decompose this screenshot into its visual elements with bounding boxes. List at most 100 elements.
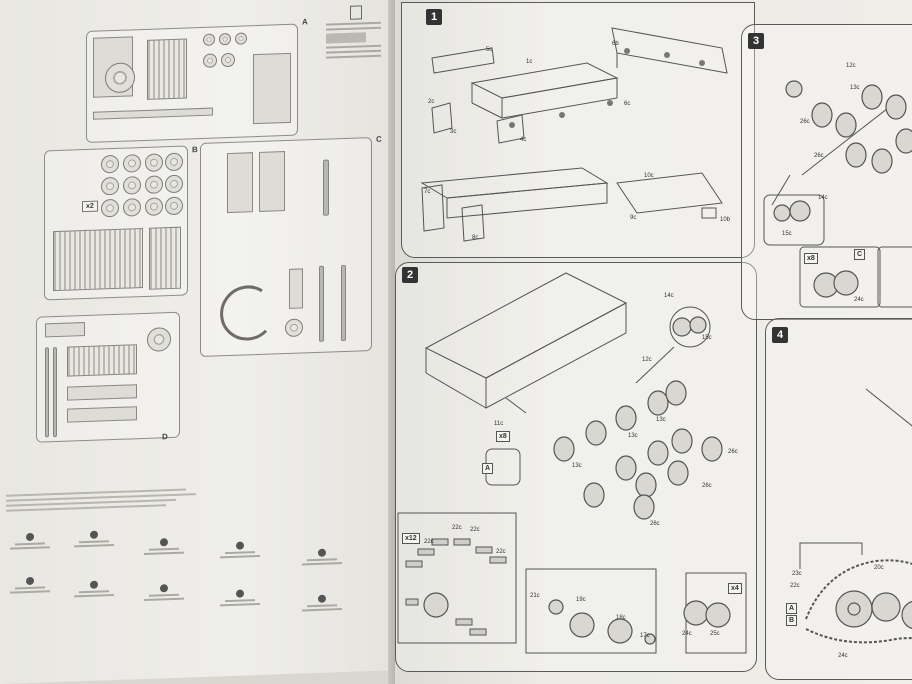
legend-text-line bbox=[326, 49, 381, 54]
sprue-d-label: D bbox=[162, 432, 168, 442]
step-2-callout: 24c bbox=[682, 631, 692, 637]
sprue-d-small-parts bbox=[67, 344, 137, 377]
step-1-callout: 10c bbox=[644, 173, 654, 179]
step-1-callout: 6c bbox=[624, 101, 631, 107]
sprue-a-long-plate bbox=[253, 52, 291, 125]
step-1-callout: 1c bbox=[526, 59, 533, 65]
sprue-a-wheel-5 bbox=[203, 53, 217, 68]
sprue-b-track-links bbox=[53, 228, 143, 292]
step-3-callout: 12c bbox=[846, 63, 856, 69]
sprue-b-road-wheel bbox=[165, 196, 183, 216]
right-page-assembly: 1 bbox=[395, 0, 912, 684]
paint-item bbox=[54, 529, 134, 550]
step-2-callout: 13c bbox=[572, 463, 582, 469]
sprue-c-rod-1 bbox=[319, 265, 324, 342]
step-3-number: 3 bbox=[748, 33, 764, 49]
sprue-a-wheel-3 bbox=[219, 32, 231, 46]
sprue-c-ring-arc bbox=[220, 285, 268, 341]
sprue-b-road-wheel bbox=[123, 154, 141, 173]
sprue-b-multiplier: x2 bbox=[82, 200, 98, 213]
sprue-b-road-wheel bbox=[123, 176, 141, 195]
step-2-drawing bbox=[397, 272, 747, 654]
sprue-b-track-links-2 bbox=[149, 226, 181, 290]
paint-chart bbox=[0, 507, 380, 640]
legend-swatch bbox=[326, 32, 366, 44]
step-1-panel: 1 bbox=[401, 2, 755, 258]
sprue-c-side-plate-1 bbox=[227, 152, 253, 214]
sprue-a-wheel-6 bbox=[221, 52, 235, 68]
paint-item bbox=[124, 537, 204, 558]
legend-text-line bbox=[326, 54, 381, 59]
step-3-callout: 14c bbox=[818, 195, 828, 201]
paint-notes bbox=[6, 485, 206, 515]
step-3-callout: 26c bbox=[814, 153, 824, 159]
step-2-callout: 22c bbox=[496, 549, 506, 555]
sprue-a-wheel-4 bbox=[235, 32, 247, 45]
step-3-panel: 3 12c 13c 2 bbox=[741, 24, 912, 320]
step-3-callout: 24c bbox=[854, 297, 864, 303]
legend-text-line bbox=[326, 44, 381, 49]
sprue-a-wheel-2 bbox=[203, 33, 215, 46]
paint-item bbox=[54, 579, 134, 600]
step-1-callout: 3c bbox=[450, 129, 457, 135]
step-3-callout: 13c bbox=[850, 85, 860, 91]
step-3-drawing bbox=[763, 80, 912, 308]
step-2-badge-a: A bbox=[482, 463, 494, 474]
step-2-callout: 21c bbox=[530, 593, 540, 599]
sprue-c-rod-2 bbox=[341, 264, 346, 342]
sprue-d-frame bbox=[36, 311, 180, 443]
sprue-c-barrel bbox=[323, 159, 329, 216]
sprue-b-frame bbox=[44, 145, 188, 301]
sprue-a-label: A bbox=[302, 17, 308, 27]
step-4-badge-a: A bbox=[786, 603, 798, 614]
step-1-callout: 8c bbox=[472, 235, 479, 241]
step-2-callout: 12c bbox=[642, 357, 652, 363]
step-2-callout: 22c bbox=[470, 527, 480, 533]
sprue-d-rod-1 bbox=[45, 347, 49, 438]
step-2-badge-x4: x4 bbox=[728, 583, 742, 594]
step-2-callout: 26c bbox=[650, 521, 660, 527]
step-1-drawing bbox=[420, 27, 728, 242]
step-3-callout: 15c bbox=[782, 231, 792, 237]
step-1-number: 1 bbox=[426, 9, 442, 25]
step-2-badge-x12: x12 bbox=[402, 533, 420, 544]
sprue-a-frame bbox=[86, 23, 298, 143]
sprue-b-road-wheel bbox=[165, 174, 183, 194]
sprue-b-road-wheel bbox=[101, 154, 119, 174]
step-2-callout: 25c bbox=[710, 631, 720, 637]
step-2-callout: 13c bbox=[656, 417, 666, 423]
sprue-b-road-wheel bbox=[145, 175, 163, 194]
step-2-callout: 11c bbox=[494, 421, 504, 427]
step-4-callout: 20c bbox=[874, 565, 884, 571]
sprue-c-small-plate bbox=[289, 268, 303, 309]
sprue-a-track-bar bbox=[93, 107, 213, 120]
sprue-b-road-wheel bbox=[165, 152, 183, 172]
step-1-callout: 9c bbox=[630, 215, 637, 221]
step-4-callout: 23c bbox=[792, 571, 802, 577]
step-2-callout: 26c bbox=[728, 449, 738, 455]
sprue-d-rod-2 bbox=[53, 347, 57, 438]
step-1-callout: 2c bbox=[428, 99, 435, 105]
step-2-callout: 22c bbox=[424, 539, 434, 545]
step-2-callout: 18c bbox=[616, 615, 626, 621]
paint-item bbox=[200, 588, 280, 609]
step-2-callout: 19c bbox=[576, 597, 586, 603]
paint-item bbox=[200, 540, 280, 561]
left-page-sprue-layout: A x2 B C bbox=[0, 0, 402, 684]
paint-item bbox=[282, 593, 362, 614]
step-4-callout: 22c bbox=[790, 583, 800, 589]
sprue-c-wheel bbox=[285, 318, 303, 338]
step-2-number: 2 bbox=[402, 267, 418, 283]
paint-item bbox=[282, 547, 362, 568]
step-2-badge-x8: x8 bbox=[496, 431, 510, 442]
sprue-a-small-parts bbox=[147, 38, 187, 100]
sprue-b-label: B bbox=[192, 145, 198, 155]
step-2-panel: 2 bbox=[395, 262, 757, 672]
step-1-callout: 5c bbox=[486, 47, 493, 53]
step-4-callout: 24c bbox=[838, 653, 848, 659]
sprue-d-panel-3 bbox=[67, 406, 137, 423]
step-3-badge-x8: x8 bbox=[804, 253, 818, 264]
step-2-callout: 13c bbox=[628, 433, 638, 439]
paint-item bbox=[124, 583, 204, 604]
